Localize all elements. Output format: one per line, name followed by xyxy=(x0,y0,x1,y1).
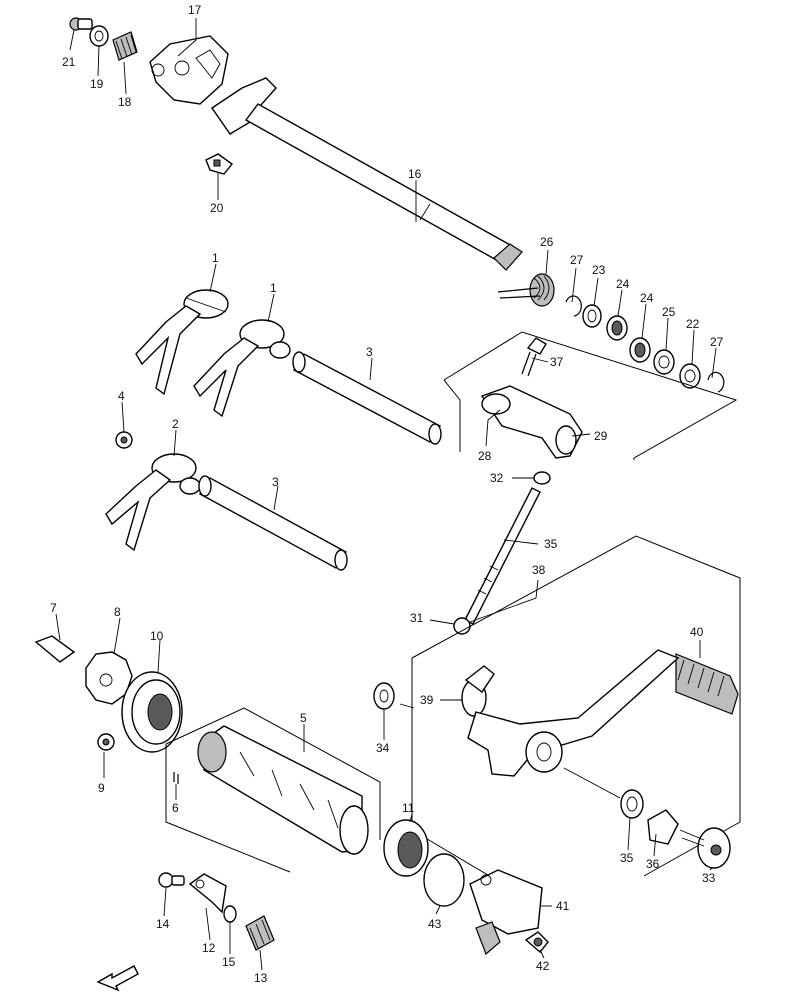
part-34-washer xyxy=(373,682,395,710)
label-13: 13 xyxy=(254,971,268,985)
part-13-spring xyxy=(245,915,275,951)
label-18: 18 xyxy=(118,95,132,109)
part-39-lever-joint xyxy=(461,665,495,717)
label-8: 8 xyxy=(114,605,121,619)
label-24-upper: 24 xyxy=(616,277,630,291)
label-2: 2 xyxy=(172,417,179,431)
part-37-bolt xyxy=(521,337,547,377)
label-33: 33 xyxy=(702,871,716,885)
part-2-shift-fork-lower xyxy=(105,453,201,552)
label-12: 12 xyxy=(202,941,216,955)
part-22-washer xyxy=(679,363,701,389)
part-4-screw xyxy=(115,431,133,449)
label-26: 26 xyxy=(540,235,554,249)
label-10: 10 xyxy=(150,629,164,643)
label-37: 37 xyxy=(550,355,564,369)
part-40-pedal-rubber xyxy=(675,653,739,715)
part-18-spring xyxy=(112,31,138,61)
leader-lines xyxy=(55,18,717,971)
part-6-pin xyxy=(173,772,179,784)
label-1-right: 1 xyxy=(270,281,277,295)
label-6: 6 xyxy=(172,801,179,815)
label-30: 35 xyxy=(544,537,558,551)
label-28: 28 xyxy=(478,449,492,463)
part-38-gearshift-lever xyxy=(467,649,680,777)
part-27-circlip-lower xyxy=(707,371,725,393)
label-41: 41 xyxy=(556,899,570,913)
label-4: 4 xyxy=(118,389,125,403)
part-35-washer xyxy=(620,789,644,819)
label-32: 32 xyxy=(490,471,504,485)
label-43: 43 xyxy=(428,917,442,931)
part-30-shift-rod xyxy=(464,487,541,625)
label-7: 7 xyxy=(50,601,57,615)
part-42-bolt xyxy=(524,931,549,954)
part-10-bearing xyxy=(121,671,183,753)
part-11-bearing xyxy=(383,819,429,877)
label-38: 38 xyxy=(532,563,546,577)
label-19: 19 xyxy=(90,77,104,91)
part-14-bolt xyxy=(158,872,185,888)
forward-arrow-icon xyxy=(96,965,139,992)
part-3-fork-rod-lower xyxy=(198,475,348,571)
part-15-washer xyxy=(223,905,237,923)
part-7-pin xyxy=(34,635,76,663)
group-box-5 xyxy=(165,707,381,873)
part-43-oring xyxy=(423,853,465,907)
part-36-bushing xyxy=(647,809,679,845)
label-35: 35 xyxy=(620,851,634,865)
part-21-bolt xyxy=(69,17,93,31)
part-26-return-spring xyxy=(497,273,555,307)
label-29: 29 xyxy=(594,429,608,443)
part-3-fork-rod-upper xyxy=(292,351,442,445)
part-1-shift-fork-right xyxy=(193,319,291,418)
label-27-lower: 27 xyxy=(710,335,724,349)
part-32-rod-end-upper xyxy=(533,471,551,485)
part-20-pin xyxy=(205,153,234,175)
label-3-upper: 3 xyxy=(366,345,373,359)
label-36: 36 xyxy=(646,857,660,871)
label-1-left: 1 xyxy=(212,251,219,265)
part-29-shift-arm xyxy=(480,385,583,459)
part-23-washer xyxy=(582,304,602,328)
part-9-screw xyxy=(97,733,115,751)
label-14: 14 xyxy=(156,917,170,931)
part-24-bearing-upper xyxy=(606,315,628,341)
part-24-bearing-lower xyxy=(629,337,651,363)
part-31-rod-end-lower xyxy=(453,617,471,635)
part-16-shift-shaft xyxy=(211,77,523,271)
label-39: 39 xyxy=(420,693,434,707)
group-box-28 xyxy=(443,331,738,460)
label-17: 17 xyxy=(188,3,202,17)
part-17-shift-arm-plate xyxy=(149,35,229,105)
label-24-lower: 24 xyxy=(640,291,654,305)
part-5-shift-drum xyxy=(197,725,369,855)
part-1-shift-fork-left xyxy=(135,289,229,396)
label-9: 9 xyxy=(98,781,105,795)
part-25-collar xyxy=(653,349,675,375)
label-23: 23 xyxy=(592,263,606,277)
label-11: 11 xyxy=(402,801,415,815)
label-20: 20 xyxy=(210,201,224,215)
label-3-lower: 3 xyxy=(272,475,279,489)
part-19-washer xyxy=(89,25,109,47)
label-16: 16 xyxy=(408,167,422,181)
label-21: 21 xyxy=(62,55,76,69)
label-25: 25 xyxy=(662,305,676,319)
label-42: 42 xyxy=(536,959,550,973)
callout-labels: 21 19 18 17 20 16 26 27 23 24 24 25 22 2… xyxy=(50,3,724,985)
part-27-circlip-upper xyxy=(565,295,582,317)
label-34: 34 xyxy=(376,741,390,755)
part-41-cover xyxy=(469,869,543,956)
label-22: 22 xyxy=(686,317,700,331)
label-40: 40 xyxy=(690,625,704,639)
label-31: 31 xyxy=(410,611,424,625)
part-8-stopper-gear xyxy=(85,651,133,705)
part-12-stopper-arm xyxy=(188,873,227,914)
label-5: 5 xyxy=(300,711,307,725)
label-15: 15 xyxy=(222,955,236,969)
part-33-lever-bolt xyxy=(679,827,731,869)
label-27-upper: 27 xyxy=(570,253,584,267)
